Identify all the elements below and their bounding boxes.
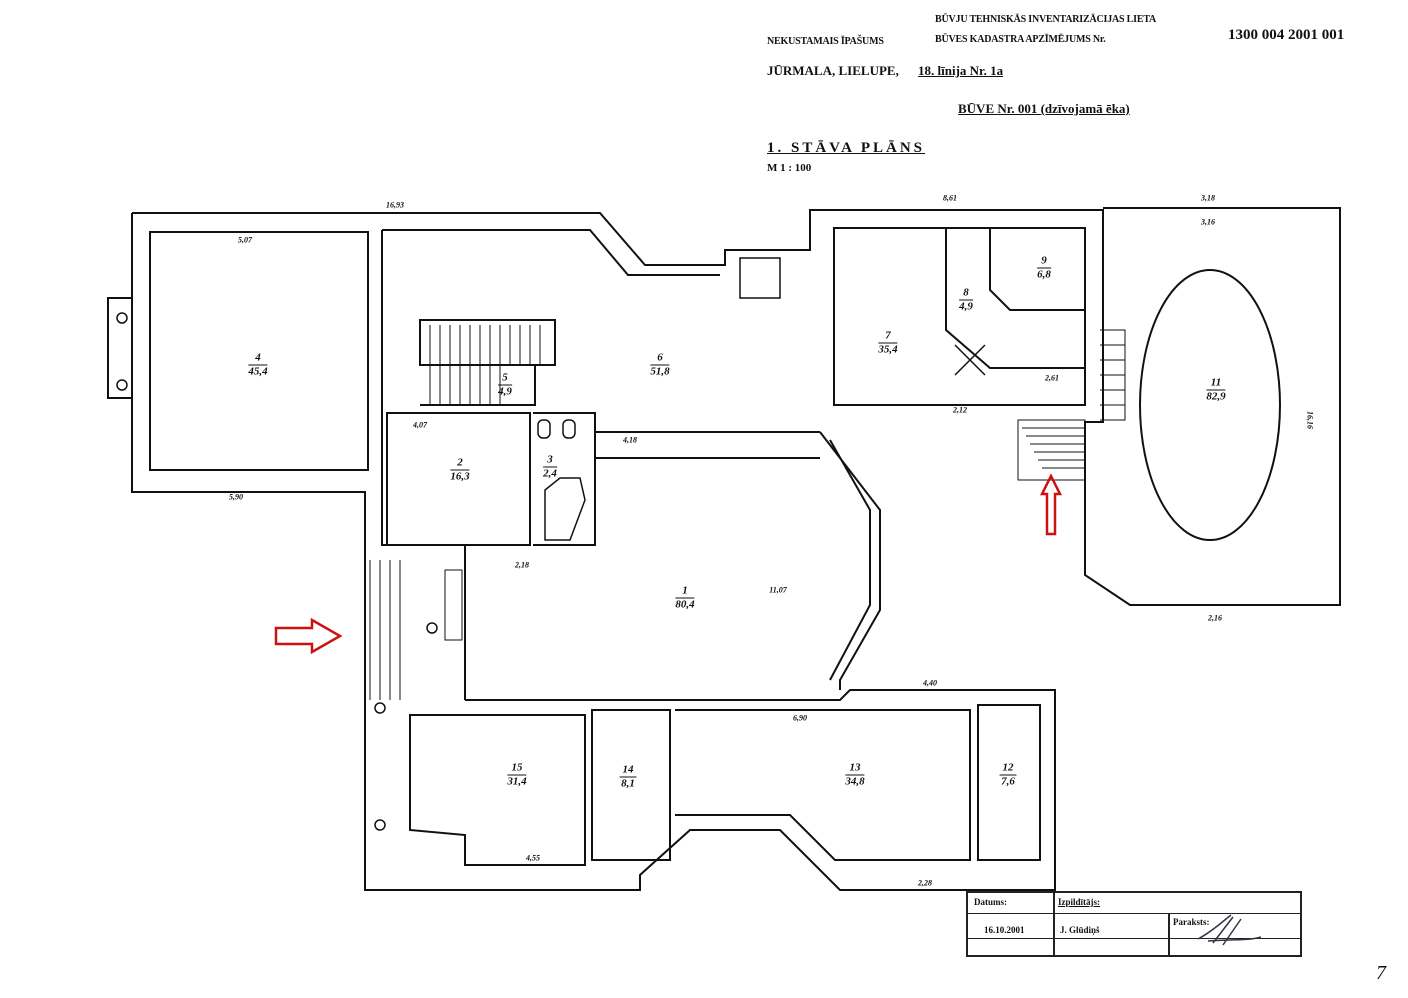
arrow-up-icon <box>1040 474 1062 536</box>
dimension: 16,93 <box>386 200 404 210</box>
room-area: 31,4 <box>507 775 527 788</box>
room-area: 34,8 <box>845 775 865 788</box>
dimension: 3,18 <box>1201 193 1215 203</box>
author-value: J. Glūdiņš <box>1060 925 1100 935</box>
room-number: 7 <box>878 330 898 344</box>
page-mark: 7 <box>1376 962 1386 984</box>
room-number: 8 <box>959 287 973 301</box>
room-area: 8,1 <box>621 777 635 790</box>
plan-title: 1. STĀVA PLĀNS <box>767 140 926 156</box>
org-title: BŪVJU TEHNISKĀS INVENTARIZĀCIJAS LIETA <box>935 14 1157 25</box>
room-area: 80,4 <box>675 598 695 611</box>
room-area: 6,8 <box>1037 268 1051 281</box>
room-number: 2 <box>450 457 470 471</box>
room-number: 12 <box>999 762 1017 776</box>
dimension: 2,28 <box>918 878 932 888</box>
author-label: Izpildītājs: <box>1058 897 1101 907</box>
dimension: 16,16 <box>1305 411 1315 429</box>
dimension: 2,12 <box>953 405 967 415</box>
room-number: 15 <box>507 762 527 776</box>
room-number: 6 <box>650 352 670 366</box>
room-number: 5 <box>498 372 512 386</box>
fixtures <box>116 257 986 831</box>
signature <box>1197 914 1262 946</box>
cadastre-label: BŪVES KADASTRA APZĪMĒJUMS Nr. <box>935 34 1106 45</box>
room-number: 3 <box>543 454 557 468</box>
address-street: 18. līnija Nr. 1a <box>918 63 1004 78</box>
signature-label: Paraksts: <box>1173 917 1210 927</box>
room-number: 4 <box>248 352 268 366</box>
room-number: 14 <box>619 764 637 778</box>
room-area: 51,8 <box>650 365 670 378</box>
dimension: 8,61 <box>943 193 957 203</box>
room-area: 4,9 <box>959 300 973 313</box>
dimension: 2,16 <box>1208 613 1222 623</box>
building-title: BŪVE Nr. 001 (dzīvojamā ēka) <box>958 101 1130 116</box>
dimension: 4,40 <box>923 678 937 688</box>
room-number: 11 <box>1206 377 1226 391</box>
plan-scale: M 1 : 100 <box>767 162 812 174</box>
dimension: 3,16 <box>1201 217 1215 227</box>
room-number: 13 <box>845 762 865 776</box>
room-area: 16,3 <box>450 470 470 483</box>
room-area: 2,4 <box>543 467 557 480</box>
room-number: 1 <box>675 585 695 599</box>
arrow-right-icon <box>274 618 343 654</box>
date-label: Datums: <box>974 897 1007 907</box>
room-area: 82,9 <box>1206 390 1226 403</box>
walls-interior <box>364 230 1056 891</box>
stairs <box>369 325 1126 700</box>
pool-oval <box>1139 269 1281 541</box>
date-value: 16.10.2001 <box>984 925 1025 935</box>
room-area: 45,4 <box>248 365 268 378</box>
address-prefix: JŪRMALA, LIELUPE, <box>767 63 899 78</box>
dimension: 6,90 <box>793 713 807 723</box>
dimension: 4,55 <box>526 853 540 863</box>
room-area: 4,9 <box>498 385 512 398</box>
dimension: 5,90 <box>229 492 243 502</box>
dimension: 4,18 <box>623 435 637 445</box>
dimension: 11,07 <box>769 585 787 595</box>
title-block: Datums: 16.10.2001 Izpildītājs: J. Glūdi… <box>966 891 1302 957</box>
room-area: 35,4 <box>878 343 898 356</box>
cadastre-number: 1300 004 2001 001 <box>1228 27 1345 43</box>
property-label: NEKUSTAMAIS ĪPAŠUMS <box>767 36 884 47</box>
walls-outer <box>107 207 1341 700</box>
dimension: 2,61 <box>1045 373 1059 383</box>
dimension: 5,07 <box>238 235 252 245</box>
dimension: 4,07 <box>413 420 427 430</box>
room-area: 7,6 <box>1001 775 1015 788</box>
room-number: 9 <box>1037 255 1051 269</box>
dimension: 2,18 <box>515 560 529 570</box>
